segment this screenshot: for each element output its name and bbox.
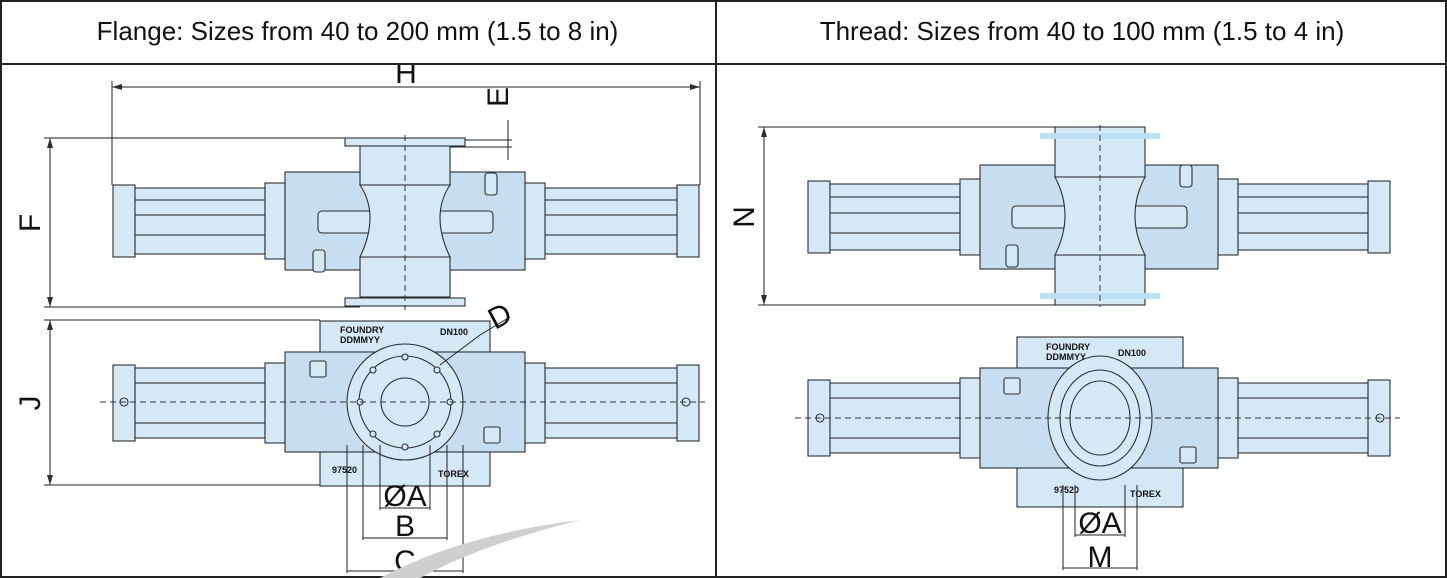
decorative-swoosh	[380, 520, 580, 578]
dim-e-label: E	[482, 87, 515, 107]
flange-top-view: H E F	[14, 65, 701, 310]
dim-m-label: M	[1088, 541, 1113, 574]
dim-b-label: B	[395, 510, 415, 543]
marking-part-left: 97520	[332, 465, 357, 475]
marking-size-left: DN100	[440, 327, 468, 337]
valve-drawings: H E F	[14, 65, 1400, 578]
marking-foundry-left: FOUNDRY	[340, 325, 384, 335]
thread-header: Thread: Sizes from 40 to 100 mm (1.5 to …	[819, 16, 1345, 46]
dim-n-label: N	[728, 206, 761, 228]
marking-foundry-right: FOUNDRY	[1046, 342, 1090, 352]
dim-f-label: F	[14, 214, 47, 232]
marking-size-right: DN100	[1118, 348, 1146, 358]
dim-h-label: H	[395, 65, 417, 90]
marking-date-right: DDMMYY	[1046, 352, 1086, 362]
thread-top-view: N	[728, 125, 1391, 307]
flange-front-view: J FOUNDRY DDMMYY DN100 97520 TOREX	[14, 297, 705, 578]
marking-brand-right: TOREX	[1130, 489, 1161, 499]
thread-front-view: FOUNDRY DDMMYY DN100 97520 TOREX ØA M	[795, 336, 1400, 574]
marking-date-left: DDMMYY	[340, 335, 380, 345]
column-divider	[715, 0, 717, 578]
dim-j-label: J	[14, 396, 47, 411]
flange-header: Flange: Sizes from 40 to 200 mm (1.5 to …	[96, 16, 619, 46]
marking-brand-left: TOREX	[438, 469, 469, 479]
dim-a-label: ØA	[383, 480, 426, 513]
marking-part-right: 97520	[1054, 485, 1079, 495]
dim-a2-label: ØA	[1078, 507, 1121, 540]
header-divider	[0, 63, 1447, 65]
